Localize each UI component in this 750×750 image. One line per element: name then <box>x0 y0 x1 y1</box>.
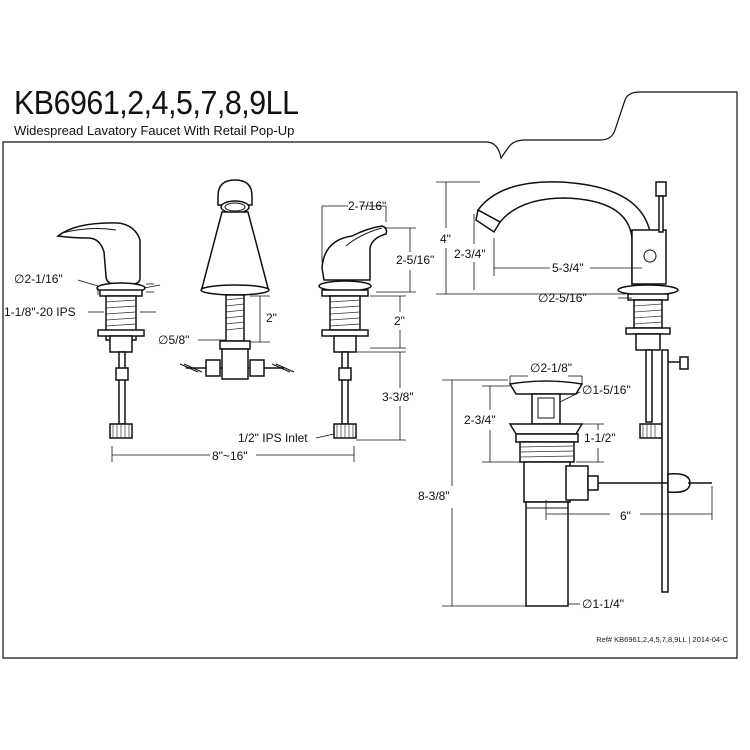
dim-handle-shank-len: 2" <box>394 314 405 328</box>
dim-pivot-reach: 6" <box>620 509 631 523</box>
dim-handle-width: 2-7/16" <box>348 199 386 213</box>
product-description: Widespread Lavatory Faucet With Retail P… <box>14 123 295 138</box>
dim-drain-total-len: 8-3/8" <box>418 489 450 503</box>
pop-up-drain <box>508 380 712 607</box>
dimension-lines <box>77 181 713 607</box>
spout-side-view <box>475 181 689 593</box>
dim-drain-thread-len: 1-1/2" <box>584 431 616 445</box>
spout-front-view <box>179 179 295 380</box>
dim-handle-height: 2-5/16" <box>396 253 434 267</box>
left-handle-valve <box>56 222 146 439</box>
dim-spout-shank-len: 2" <box>266 311 277 325</box>
dim-drain-flange-dia: ∅2-1/8" <box>530 361 572 375</box>
dim-spout-drop: 2-3/4" <box>454 247 486 261</box>
sheet-frame <box>2 91 738 659</box>
dim-supply-len: 3-3/8" <box>382 390 414 404</box>
dim-drain-body-dia: ∅1-5/16" <box>582 383 631 397</box>
dim-spout-reach: 5-3/4" <box>552 261 584 275</box>
reference-number: Ref# KB6961,2,4,5,7,8,9LL | 2014-04-C <box>596 635 728 644</box>
dim-spout-base-dia: ∅2-5/16" <box>538 291 587 305</box>
model-title: KB6961,2,4,5,7,8,9LL <box>14 84 299 121</box>
dim-spout-height: 4" <box>440 232 451 246</box>
dim-tailpiece-dia: ∅1-1/4" <box>582 597 624 611</box>
dim-spout-shank-dia: ∅5/8" <box>158 333 189 347</box>
right-handle-valve <box>318 225 388 439</box>
dimension-labels: ∅2-1/16" 1-1/8"-20 IPS ∅5/8" 2" 2-7/16" … <box>4 199 631 611</box>
dim-drain-upper-len: 2-3/4" <box>464 413 496 427</box>
dim-handle-base-dia: ∅2-1/16" <box>14 272 63 286</box>
dim-spread: 8"~16" <box>212 449 248 463</box>
dim-ips-inlet: 1/2" IPS Inlet <box>238 431 308 445</box>
dim-ips-thread: 1-1/8"-20 IPS <box>4 305 76 319</box>
